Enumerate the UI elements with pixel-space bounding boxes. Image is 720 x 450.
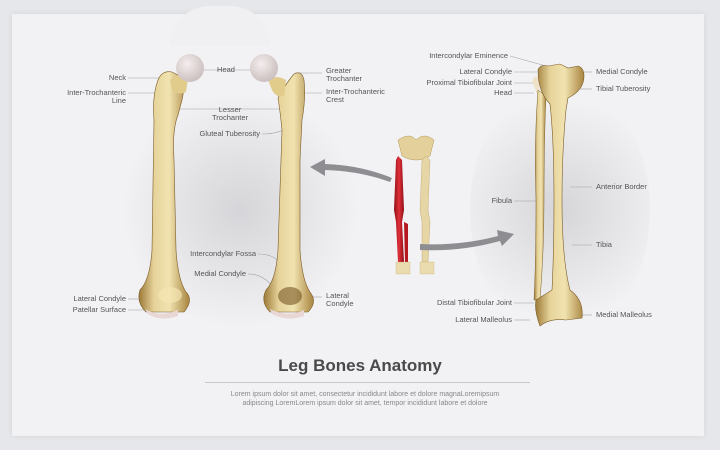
card-top-bump bbox=[170, 6, 270, 46]
subtitle: Lorem ipsum dolor sit amet, consectetur … bbox=[180, 390, 550, 408]
arrow-left-icon bbox=[310, 159, 392, 182]
label-lateral-condyle-tibia: Lateral Condyle bbox=[459, 67, 512, 76]
label-lateral-malleolus: Lateral Malleolus bbox=[455, 315, 512, 324]
label-fibula-head: Head bbox=[494, 88, 512, 97]
tibia-fibula bbox=[532, 63, 585, 327]
femur-right bbox=[250, 54, 314, 319]
label-inter-trochanteric-line: Inter-Trochanteric Line bbox=[67, 88, 126, 105]
label-medial-condyle-tibia: Medial Condyle bbox=[596, 67, 648, 76]
label-medial-condyle-femur: Medial Condyle bbox=[194, 269, 246, 278]
label-lateral-condyle-femur-right: Lateral Condyle bbox=[326, 291, 354, 308]
title-divider bbox=[205, 382, 530, 383]
femur-left bbox=[138, 54, 204, 319]
label-anterior-border: Anterior Border bbox=[596, 182, 647, 191]
label-medial-malleolus: Medial Malleolus bbox=[596, 310, 652, 319]
label-greater-trochanter: Greater Trochanter bbox=[326, 66, 362, 83]
label-proximal-tibiofibular-joint: Proximal Tibiofibular Joint bbox=[426, 78, 512, 87]
arrows bbox=[310, 159, 514, 251]
label-tibial-tuberosity: Tibial Tuberosity bbox=[596, 84, 651, 93]
label-patellar-surface: Patellar Surface bbox=[72, 305, 126, 314]
label-neck: Neck bbox=[108, 73, 126, 82]
label-femur-head: Head bbox=[217, 65, 235, 74]
label-inter-trochanteric-crest: Inter-Trochanteric Crest bbox=[326, 87, 385, 104]
label-tibia: Tibia bbox=[596, 240, 612, 249]
label-intercondylar-eminence: Intercondylar Eminence bbox=[429, 51, 508, 60]
label-distal-tibiofibular-joint: Distal Tibiofibular Joint bbox=[436, 298, 512, 307]
label-fibula: Fibula bbox=[491, 196, 512, 205]
leader-lines bbox=[128, 55, 592, 321]
label-lesser-trochanter: Lesser Trochanter bbox=[212, 105, 248, 122]
label-intercondylar-fossa: Intercondylar Fossa bbox=[190, 249, 256, 258]
lower-body-skeleton bbox=[394, 135, 435, 275]
arrow-right-icon bbox=[420, 230, 514, 251]
label-gluteal-tuberosity: Gluteal Tuberosity bbox=[199, 129, 260, 138]
page-title: Leg Bones Anatomy bbox=[278, 356, 442, 375]
subtitle-line-2: adipiscing LoremLorem ipsum dolor sit am… bbox=[242, 400, 488, 407]
subtitle-line-1: Lorem ipsum dolor sit amet, consectetur … bbox=[230, 391, 500, 398]
label-lateral-condyle-femur-left: Lateral Condyle bbox=[73, 294, 126, 303]
